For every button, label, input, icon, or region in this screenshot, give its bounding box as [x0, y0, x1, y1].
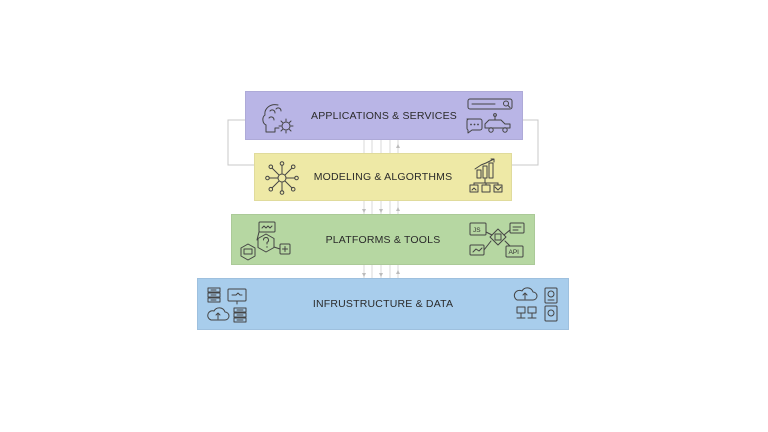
- applications-services-layer: APPLICATIONS & SERVICES: [245, 91, 523, 140]
- database-icon: [233, 307, 247, 323]
- network-servers-icon: [516, 306, 537, 319]
- storage-drive-icon: [544, 305, 558, 322]
- window-icon: [509, 222, 525, 234]
- server-rack-icon: [207, 287, 221, 303]
- screen-icon: [469, 240, 492, 256]
- layer-label: MODELING & ALGORTHMS: [313, 171, 453, 183]
- layer-label: INFRUSTRUCTURE & DATA: [312, 298, 454, 310]
- diamond-flow-icon: [485, 228, 511, 246]
- bar-chart-icon: [474, 158, 495, 179]
- platforms-tools-layer: PLATFORMS & TOOLS JS: [231, 214, 535, 265]
- code-screen-icon: [240, 243, 256, 261]
- infrastructure-left-icons: [207, 287, 247, 323]
- layer-label: PLATFORMS & TOOLS: [325, 233, 441, 246]
- api-label: API: [509, 249, 520, 256]
- js-icon: JS: [469, 222, 487, 236]
- platforms-right-icons: JS API: [469, 222, 525, 258]
- modeling-icons: [469, 158, 503, 193]
- applications-icons: [466, 98, 513, 134]
- layer-label: APPLICATIONS & SERVICES: [310, 109, 457, 122]
- js-label: JS: [473, 227, 481, 234]
- cloud-server-icon: [513, 287, 538, 301]
- question-hexagon-icon: [257, 233, 275, 253]
- monitor-icon: [227, 288, 247, 305]
- right-loop-connector: [512, 119, 539, 166]
- brain-gear-icon: [262, 104, 294, 134]
- code-window-icon: [258, 221, 276, 233]
- platforms-left-icons: [240, 221, 291, 261]
- chat-icon: [466, 118, 483, 134]
- infrastructure-data-layer: INFRUSTRUCTURE & DATA: [197, 278, 569, 330]
- hierarchy-icon: [469, 178, 503, 193]
- infrastructure-right-icons: [513, 287, 558, 322]
- cloud-upload-icon: [207, 307, 230, 321]
- chip-icon: [279, 243, 291, 255]
- search-bar-icon: [467, 98, 513, 110]
- neural-network-icon: [265, 161, 299, 195]
- arrow-heads: [362, 144, 400, 277]
- left-loop-connector: [227, 119, 254, 166]
- hard-drive-icon: [544, 287, 558, 304]
- api-icon: API: [504, 240, 524, 258]
- modeling-algorithms-layer: MODELING & ALGORTHMS: [254, 153, 512, 201]
- car-icon: [484, 113, 511, 133]
